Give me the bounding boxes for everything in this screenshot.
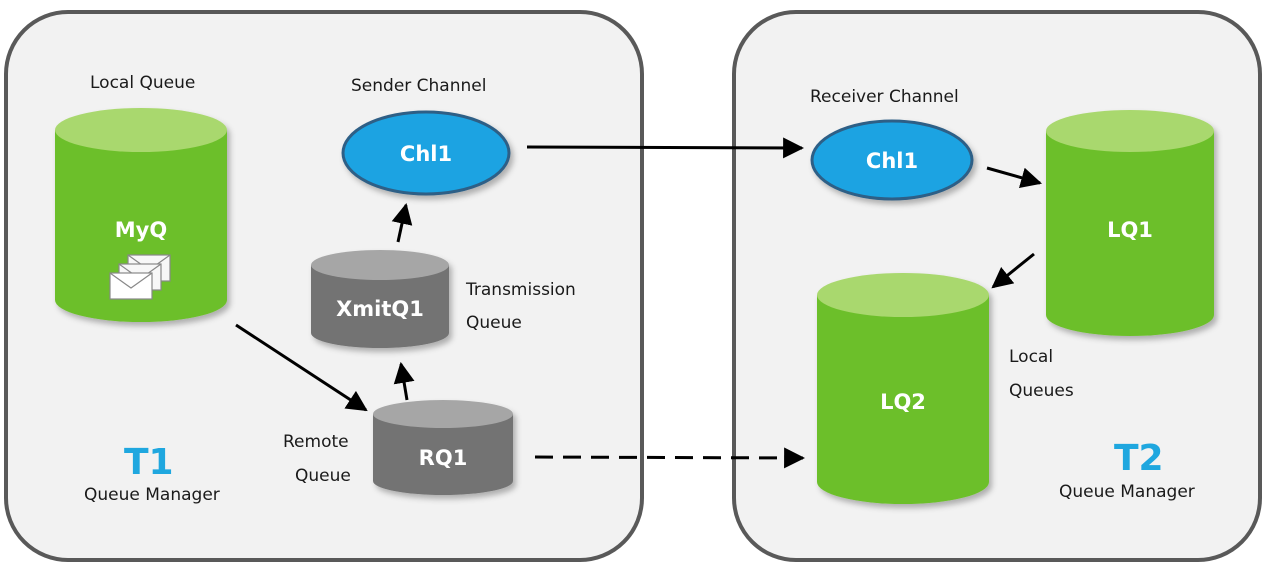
receiver-channel-label: Receiver Channel bbox=[810, 87, 959, 107]
queue-manager-t1-label: Queue Manager bbox=[84, 485, 220, 505]
sender-channel-label: Sender Channel bbox=[351, 76, 486, 96]
local-queue-lq1 bbox=[1046, 110, 1214, 336]
transmission-queue-label-line1: Transmission bbox=[465, 280, 576, 300]
arrow-myq-to-rq1 bbox=[235, 323, 368, 412]
queue-manager-t2-label: Queue Manager bbox=[1059, 482, 1195, 502]
arrow-rq1-to-lq2-dashed bbox=[534, 447, 806, 469]
local-queue-myq-label: MyQ bbox=[115, 218, 167, 242]
transmission-queue-label-line2: Queue bbox=[466, 313, 522, 333]
remote-queue-rq1-label: RQ1 bbox=[419, 446, 468, 470]
local-queue-label: Local Queue bbox=[90, 73, 195, 93]
arrow-receiver-channel-to-lq1 bbox=[986, 166, 1043, 188]
transmission-queue-xmitq1-label: XmitQ1 bbox=[336, 297, 424, 321]
sender-channel-chl1-label: Chl1 bbox=[400, 142, 452, 166]
receiver-channel-chl1 bbox=[810, 119, 974, 201]
remote-queue-rq1 bbox=[373, 400, 513, 495]
arrow-rq1-to-xmitq1 bbox=[393, 361, 415, 401]
local-queue-lq2 bbox=[817, 273, 989, 504]
remote-queue-label-line2: Queue bbox=[295, 466, 351, 486]
queue-manager-t2-name: T2 bbox=[1114, 438, 1164, 479]
sender-channel-chl1 bbox=[341, 110, 511, 196]
envelope-stack-icon bbox=[109, 254, 171, 300]
receiver-channel-chl1-label: Chl1 bbox=[866, 149, 918, 173]
arrow-lq1-to-lq2 bbox=[991, 252, 1035, 289]
remote-queue-label-line1: Remote bbox=[283, 432, 349, 452]
local-queues-label-line1: Local bbox=[1009, 347, 1053, 367]
local-queue-lq1-label: LQ1 bbox=[1107, 218, 1153, 242]
local-queue-myq bbox=[55, 108, 227, 322]
local-queues-label-line2: Queues bbox=[1009, 381, 1074, 401]
transmission-queue-xmitq1 bbox=[311, 250, 449, 348]
queue-manager-t1-name: T1 bbox=[124, 442, 174, 483]
local-queue-lq2-label: LQ2 bbox=[880, 390, 926, 414]
arrow-xmitq1-to-sender-channel bbox=[391, 202, 413, 243]
arrow-sender-to-receiver-channel bbox=[526, 137, 805, 159]
